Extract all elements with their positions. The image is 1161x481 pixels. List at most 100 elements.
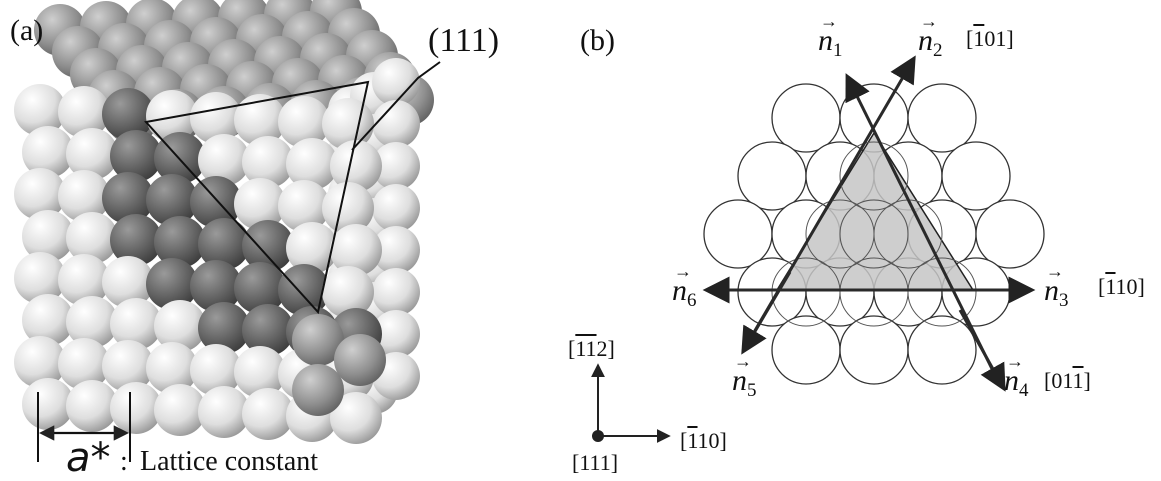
axis-origin-dot: [592, 430, 604, 442]
sphere: [58, 170, 110, 222]
sphere: [22, 294, 74, 346]
sphere: [146, 258, 198, 310]
sphere: [372, 310, 420, 358]
sphere: [234, 94, 286, 146]
sphere: [330, 392, 382, 444]
sphere: [292, 364, 344, 416]
sphere: [14, 168, 66, 220]
sphere: [66, 212, 118, 264]
axis-horizontal-label: [110]: [680, 428, 727, 453]
layer-circle: [975, 199, 1045, 269]
sphere: [102, 88, 154, 140]
sphere: [190, 260, 242, 312]
sphere: [372, 100, 420, 148]
sphere: [278, 96, 330, 148]
sphere: [334, 334, 386, 386]
inner-circle: [839, 141, 909, 211]
sphere: [66, 128, 118, 180]
sphere: [58, 86, 110, 138]
sphere: [154, 384, 206, 436]
layer-circle: [737, 141, 807, 211]
vector-n6-label: →n6: [672, 261, 697, 311]
vector-n5-arrowhead: [741, 271, 792, 355]
sphere: [102, 340, 154, 392]
sphere: [198, 134, 250, 186]
sphere: [146, 174, 198, 226]
sphere: [242, 388, 294, 440]
sphere: [14, 84, 66, 136]
sphere: [330, 224, 382, 276]
sphere: [146, 342, 198, 394]
sphere: [58, 338, 110, 390]
sphere: [234, 178, 286, 230]
sphere: [66, 380, 118, 432]
sphere: [242, 220, 294, 272]
sphere: [110, 298, 162, 350]
sphere: [66, 296, 118, 348]
sphere: [110, 130, 162, 182]
fcc-crystal-model: [14, 0, 434, 444]
sphere: [198, 218, 250, 270]
sphere: [242, 136, 294, 188]
sphere: [372, 58, 420, 106]
panel-b-label: (b): [580, 24, 615, 57]
sphere: [330, 140, 382, 192]
axis-vertical-label: [112]: [568, 336, 615, 361]
vector-n5-label: →n5: [732, 351, 757, 401]
vector-n2-label: →n2: [918, 11, 943, 61]
axis-origin-label: [111]: [572, 450, 619, 475]
sphere: [198, 386, 250, 438]
layer-circle: [703, 199, 773, 269]
direction-n2-label: [101]: [966, 26, 1014, 51]
sphere: [242, 304, 294, 356]
plane-111-label: (111): [428, 22, 500, 59]
inner-circle: [839, 199, 909, 269]
panel-a-label: (a): [10, 14, 44, 47]
vector-n4-arrowhead: [958, 309, 1006, 392]
sphere: [234, 262, 286, 314]
vector-n4-label: →n4: [1004, 351, 1029, 401]
sphere: [372, 268, 420, 316]
plane-111-leader-line: [351, 61, 441, 151]
layer-circle: [771, 83, 841, 153]
lattice-constant-symbol: a*: [66, 435, 111, 481]
plane-111-triangle: [144, 80, 370, 315]
sphere: [372, 142, 420, 190]
sphere: [154, 300, 206, 352]
lattice-constant-colon: :: [120, 446, 128, 477]
direction-n3-label: [110]: [1098, 274, 1145, 299]
sphere: [22, 378, 74, 430]
sphere: [110, 382, 162, 434]
sphere: [102, 172, 154, 224]
layer-circle: [907, 315, 977, 385]
sphere: [14, 252, 66, 304]
sphere: [190, 344, 242, 396]
sphere: [22, 210, 74, 262]
sphere: [110, 214, 162, 266]
sphere: [278, 264, 330, 316]
sphere: [286, 138, 338, 190]
vector-n1-label: →n1: [818, 11, 843, 61]
layer-circle: [941, 141, 1011, 211]
sphere: [322, 182, 374, 234]
sphere: [372, 226, 420, 274]
vector-n3-label: →n3: [1044, 261, 1069, 311]
sphere: [146, 90, 198, 142]
sphere: [58, 254, 110, 306]
sphere: [102, 256, 154, 308]
sphere: [234, 346, 286, 398]
sphere: [154, 216, 206, 268]
sphere: [286, 222, 338, 274]
sphere: [372, 184, 420, 232]
direction-n4-label: [011]: [1044, 368, 1091, 393]
sphere: [198, 302, 250, 354]
sphere: [14, 336, 66, 388]
layer-circle: [907, 83, 977, 153]
sphere: [322, 266, 374, 318]
sphere: [22, 126, 74, 178]
sphere: [278, 180, 330, 232]
sphere: [292, 314, 344, 366]
sphere: [190, 92, 242, 144]
lattice-constant-caption: Lattice constant: [140, 446, 319, 477]
